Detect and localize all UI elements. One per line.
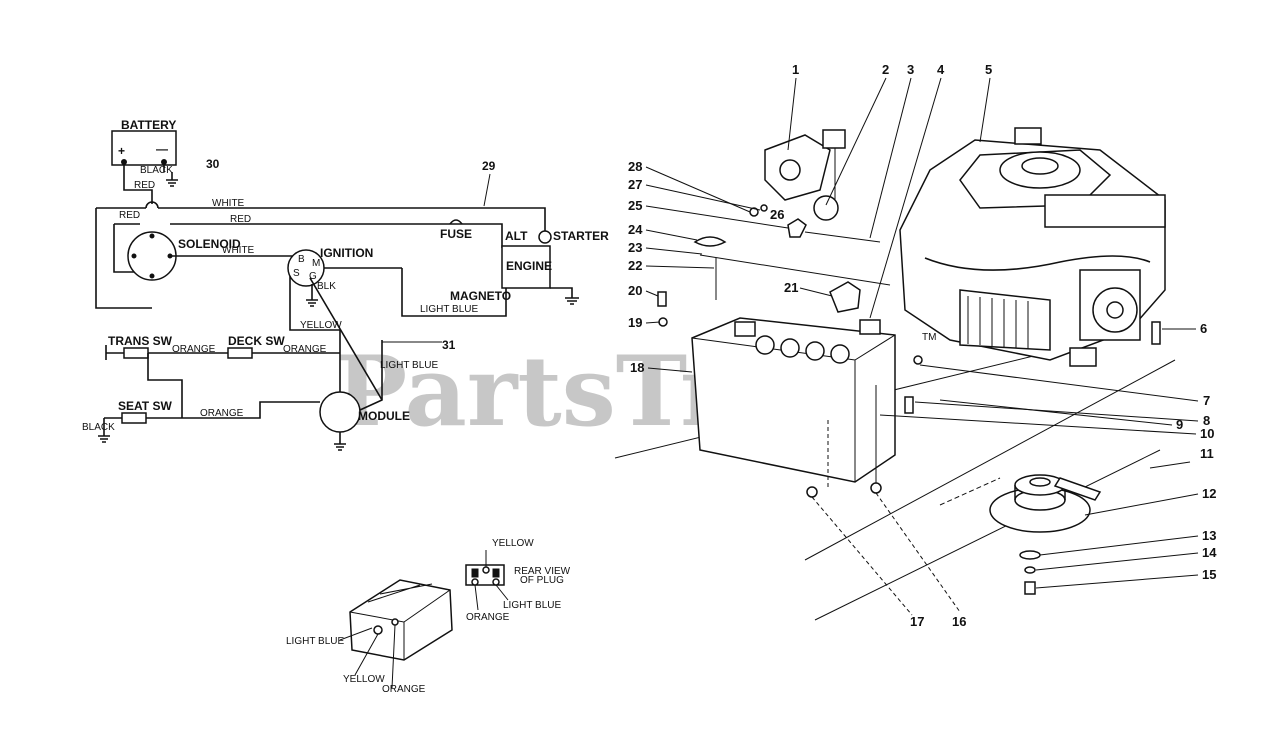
callout-30: 30 [206, 157, 220, 171]
callout-17: 17 [910, 614, 924, 629]
callout-26: 26 [770, 207, 784, 222]
battery-plus: + [118, 144, 125, 158]
callout-7: 7 [1203, 393, 1210, 408]
wiring-schematic: BATTERY + — BLACK RED WHITE 29 RED RED F… [82, 118, 609, 451]
callout-10: 10 [1200, 426, 1214, 441]
orange-wire-label-2: ORANGE [283, 344, 327, 355]
engine-box [501, 245, 551, 289]
callout-19: 19 [628, 315, 642, 330]
plug-orange-bottom: ORANGE [382, 684, 426, 695]
plug-of-plug-label: OF PLUG [520, 575, 564, 586]
plug-orange-right: ORANGE [466, 612, 510, 623]
yellow-wire-label: YELLOW [300, 320, 342, 331]
callout-11: 11 [1200, 446, 1214, 461]
fuse-label: FUSE [440, 227, 472, 241]
callout-25: 25 [628, 198, 642, 213]
callout-12: 12 [1202, 486, 1216, 501]
callout-2: 2 [882, 62, 889, 77]
ignition-terminal-m: M [312, 258, 320, 269]
black-wire-label-top: BLACK [140, 165, 173, 176]
battery-minus: — [156, 142, 168, 156]
blk-wire-label: BLK [317, 281, 336, 292]
ignition-terminal-b: B [298, 254, 305, 265]
trans-sw-label: TRANS SW [108, 334, 173, 348]
light-blue-wire-label-magneto: LIGHT BLUE [420, 304, 478, 315]
callout-1: 1 [792, 62, 799, 77]
callout-13: 13 [1202, 528, 1216, 543]
callout-22: 22 [628, 258, 642, 273]
plug-light-blue-left: LIGHT BLUE [286, 636, 344, 647]
ignition-terminal-s: S [293, 268, 300, 279]
callout-20: 20 [628, 283, 642, 298]
red-wire-label-mid: RED [230, 214, 251, 225]
module-label: MODULE [358, 409, 410, 423]
module-symbol [319, 391, 361, 433]
white-wire-label-mid: WHITE [222, 245, 255, 256]
plug-detail: YELLOW REAR VIEW OF PLUG ORANGE LIGHT BL… [286, 538, 571, 695]
black-wire-label-bottom: BLACK [82, 422, 115, 433]
callout-15: 15 [1202, 567, 1216, 582]
ignition-terminal-g: G [309, 271, 317, 282]
callout-5: 5 [985, 62, 992, 77]
callout-9: 9 [1176, 417, 1183, 432]
seat-switch-symbol [121, 412, 147, 424]
callout-8: 8 [1203, 413, 1210, 428]
solenoid-label: SOLENOID [178, 237, 241, 251]
light-blue-wire-label-module: LIGHT BLUE [380, 360, 438, 371]
seat-sw-label: SEAT SW [118, 399, 172, 413]
orange-wire-label-1: ORANGE [172, 344, 216, 355]
callout-3: 3 [907, 62, 914, 77]
battery-label: BATTERY [121, 118, 176, 132]
starter-label: STARTER [553, 229, 609, 243]
orange-wire-label-3: ORANGE [200, 408, 244, 419]
white-wire-label-top: WHITE [212, 198, 245, 209]
plug-body [349, 579, 453, 661]
ignition-label: IGNITION [320, 246, 373, 260]
plug-yellow-top: YELLOW [492, 538, 534, 549]
plug-rear-view-label: REAR VIEW [514, 566, 571, 577]
callout-24: 24 [628, 222, 643, 237]
callout-6: 6 [1200, 321, 1207, 336]
plug-yellow-bottom: YELLOW [343, 674, 385, 685]
alt-label: ALT [505, 229, 528, 243]
red-wire-label-top: RED [134, 180, 155, 191]
callout-4: 4 [937, 62, 945, 77]
trans-switch-symbol [123, 347, 149, 359]
callout-28: 28 [628, 159, 642, 174]
red-wire-label-left: RED [119, 210, 140, 221]
callout-21: 21 [784, 280, 798, 295]
callout-18: 18 [630, 360, 644, 375]
exploded-view [614, 127, 1176, 621]
callout-16: 16 [952, 614, 966, 629]
callout-31: 31 [442, 338, 456, 352]
deck-sw-label: DECK SW [228, 334, 285, 348]
deck-switch-symbol [227, 347, 253, 359]
engine-label: ENGINE [506, 259, 552, 273]
callout-23: 23 [628, 240, 642, 255]
callout-29: 29 [482, 159, 496, 173]
watermark-tm: TM [922, 332, 936, 343]
callout-27: 27 [628, 177, 642, 192]
plug-light-blue-right: LIGHT BLUE [503, 600, 561, 611]
callout-14: 14 [1202, 545, 1217, 560]
starter-symbol [538, 230, 552, 244]
callouts: 1 2 3 4 5 6 7 8 9 10 11 12 13 14 15 16 1… [628, 62, 1217, 629]
magneto-label: MAGNETO [450, 289, 511, 303]
